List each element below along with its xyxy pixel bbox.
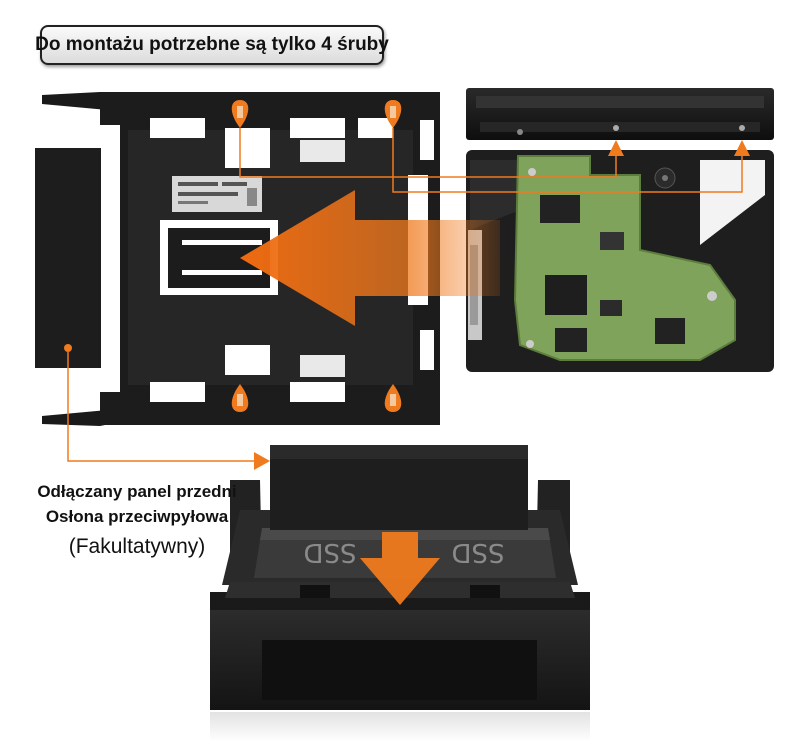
screw-icon — [384, 384, 402, 412]
insert-arrow-icon — [240, 190, 500, 326]
hdd-side-view — [466, 88, 774, 140]
screw-icon — [384, 100, 402, 128]
hdd-bottom-view — [466, 150, 774, 372]
front-panel — [35, 148, 101, 368]
ssd-label-right: SSD — [451, 537, 504, 567]
arrow-up-icon — [734, 140, 750, 156]
title-banner: Do montażu potrzebne są tylko 4 śruby — [35, 25, 389, 65]
arrow-right-icon — [254, 452, 270, 470]
panel-marker-icon — [64, 344, 72, 352]
page-title: Do montażu potrzebne są tylko 4 śruby — [35, 34, 389, 55]
caption-line-2: Osłona przeciwpyłowa — [45, 507, 229, 526]
arrow-down-icon — [360, 532, 440, 605]
arrow-up-icon — [608, 140, 624, 156]
caption-line-1: Odłączany panel przedni — [37, 482, 237, 501]
screw-icon — [231, 100, 249, 128]
screw-markers — [231, 100, 750, 470]
screw-guide-lines — [67, 128, 743, 462]
screw-icon — [231, 384, 249, 412]
ssd-label-left: SSD — [303, 537, 356, 567]
caption-line-3: (Fakultatywny) — [68, 535, 206, 558]
